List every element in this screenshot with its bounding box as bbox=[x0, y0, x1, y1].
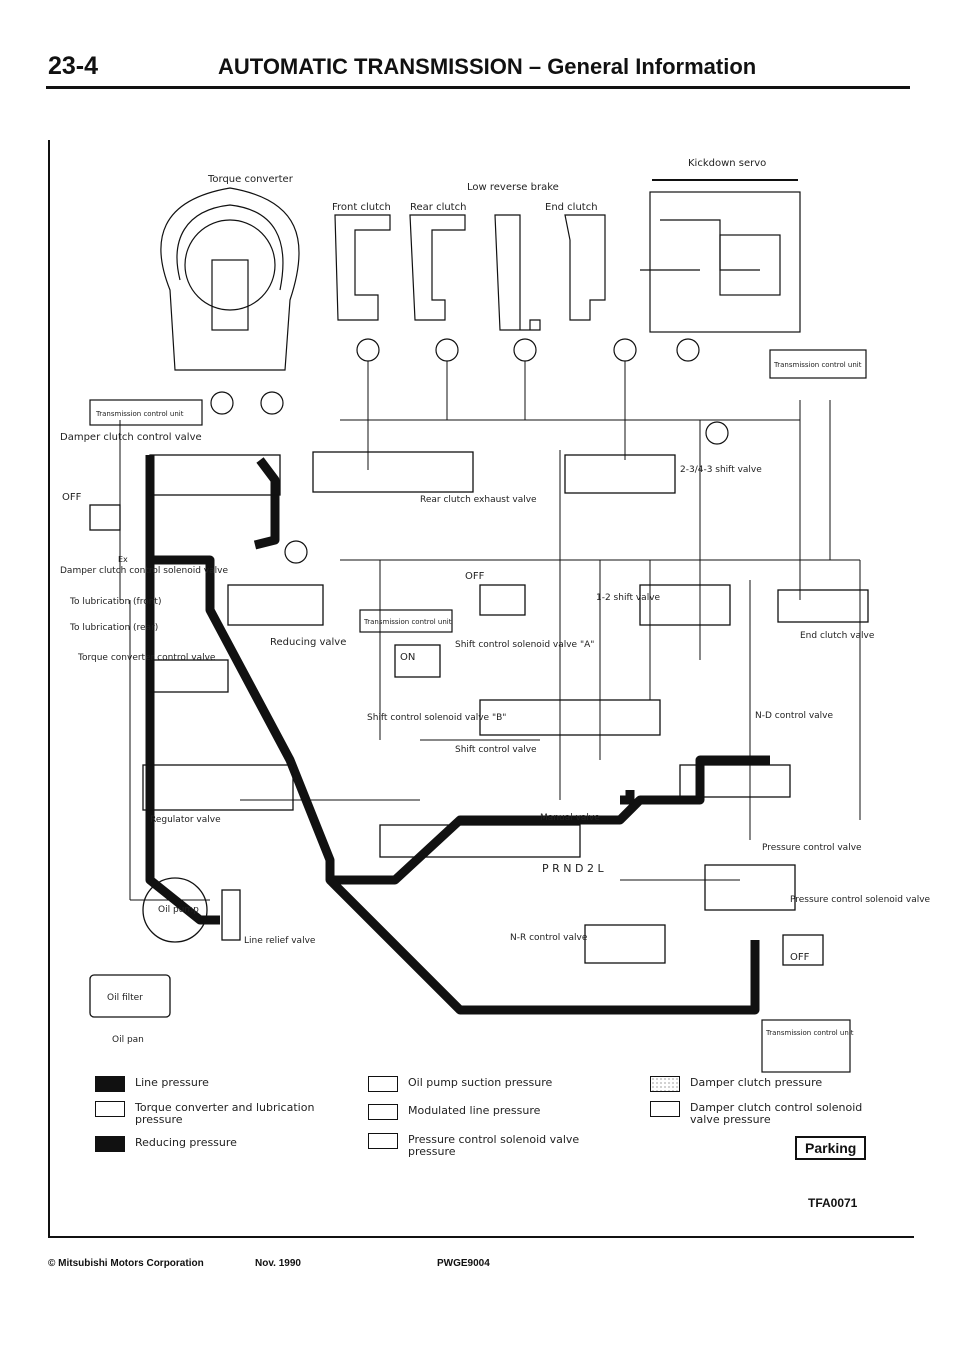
label-end-clutch-valve: End clutch valve bbox=[800, 631, 875, 641]
parking-label: Parking bbox=[795, 1136, 867, 1160]
label-shift-control-solenoid-a: Shift control solenoid valve "A" bbox=[455, 640, 594, 650]
legend-label: Damper clutch pressure bbox=[690, 1076, 823, 1089]
footer-date: Nov. 1990 bbox=[255, 1258, 301, 1269]
legend-label: Reducing pressure bbox=[135, 1136, 237, 1149]
legend-swatch bbox=[368, 1104, 398, 1120]
label-tcu-3: Transmission control unit bbox=[363, 618, 452, 626]
label-tcu-4: Transmission control unit bbox=[765, 1029, 854, 1037]
shift-valve-12-body bbox=[639, 584, 731, 626]
label-ex: Ex bbox=[118, 555, 128, 564]
legend-swatch bbox=[650, 1101, 680, 1117]
label-oil-filter: Oil filter bbox=[107, 993, 143, 1003]
damper-clutch-solenoid-body bbox=[89, 504, 121, 531]
label-shift-valve-2343: 2-3/4-3 shift valve bbox=[680, 465, 762, 475]
legend-swatch bbox=[368, 1133, 398, 1149]
rear-clutch-exhaust-valve-body bbox=[312, 451, 474, 493]
label-off-2: OFF bbox=[465, 571, 485, 582]
regulator-valve-body bbox=[142, 764, 294, 811]
pressure-control-solenoid-body bbox=[782, 934, 824, 966]
legend-label: Line pressure bbox=[135, 1076, 209, 1089]
end-clutch-valve-body bbox=[777, 589, 869, 623]
label-low-reverse-brake: Low reverse brake bbox=[467, 182, 559, 193]
shift-solenoid-a-body bbox=[479, 584, 526, 616]
line-relief-valve-body bbox=[221, 889, 241, 941]
front-clutch bbox=[334, 214, 391, 321]
legend-label: Pressure control solenoid valve pressure bbox=[408, 1133, 580, 1158]
legend-swatch bbox=[95, 1101, 125, 1117]
label-shift-valve-12: 1-2 shift valve bbox=[596, 593, 661, 603]
label-line-relief-valve: Line relief valve bbox=[244, 936, 316, 946]
shift-control-valve-body bbox=[479, 699, 661, 736]
reducing-valve-body bbox=[227, 584, 324, 626]
legend-swatch bbox=[368, 1076, 398, 1092]
label-reducing-valve: Reducing valve bbox=[270, 637, 346, 648]
label-prnd2l: P R N D 2 L bbox=[542, 862, 604, 875]
label-off-1: OFF bbox=[62, 492, 82, 503]
label-to-lubrication-front: To lubrication (front) bbox=[69, 597, 161, 607]
manual-valve-body bbox=[379, 824, 581, 858]
end-clutch bbox=[564, 214, 606, 321]
label-tcu-1: Transmission control unit bbox=[95, 410, 184, 418]
label-nr-control-valve: N-R control valve bbox=[510, 933, 588, 943]
kickdown-servo bbox=[640, 179, 801, 333]
label-tcu-2: Transmission control unit bbox=[773, 361, 862, 369]
low-reverse-brake bbox=[494, 214, 541, 331]
label-shift-control-solenoid-b: Shift control solenoid valve "B" bbox=[367, 713, 506, 723]
shift-valve-2343-body bbox=[564, 454, 676, 494]
label-pressure-control-valve: Pressure control valve bbox=[762, 843, 862, 853]
shift-solenoid-b-body bbox=[394, 644, 441, 678]
nd-control-valve-body bbox=[679, 764, 791, 798]
frame-bottom-rule bbox=[48, 1236, 914, 1238]
page-title: AUTOMATIC TRANSMISSION – General Informa… bbox=[218, 54, 757, 79]
footer-corporation: © Mitsubishi Motors Corporation bbox=[48, 1258, 204, 1269]
label-torque-converter: Torque converter bbox=[207, 174, 294, 185]
legend-swatch bbox=[95, 1076, 125, 1092]
line-pressure-passages bbox=[145, 455, 770, 1015]
torque-converter-control-valve-body bbox=[147, 659, 229, 693]
label-damper-clutch-control-solenoid-valve: Damper clutch control solenoid valve bbox=[60, 566, 228, 576]
page-number: 23-4 bbox=[48, 52, 99, 80]
oil-pump-body bbox=[142, 877, 208, 943]
pressure-control-valve-body bbox=[704, 864, 796, 911]
legend-label: Damper clutch control solenoid valve pre… bbox=[690, 1101, 863, 1126]
label-oil-pan: Oil pan bbox=[112, 1035, 144, 1045]
damper-clutch-control-valve-body bbox=[149, 454, 281, 496]
label-oil-pump: Oil pump bbox=[158, 905, 199, 915]
oil-filter-body bbox=[89, 974, 171, 1018]
figure-id: TFA0071 bbox=[808, 1196, 858, 1210]
legend-swatch bbox=[650, 1076, 680, 1092]
torque-converter bbox=[160, 187, 300, 371]
legend-label: Torque converter and lubrication pressur… bbox=[135, 1101, 315, 1126]
legend-label: Modulated line pressure bbox=[408, 1104, 541, 1117]
orifices bbox=[210, 338, 729, 564]
footer-code: PWGE9004 bbox=[437, 1258, 490, 1269]
tcu-boxes bbox=[89, 349, 867, 1073]
label-front-clutch: Front clutch bbox=[332, 202, 391, 213]
legend-swatch bbox=[95, 1136, 125, 1152]
nr-control-valve-body bbox=[584, 924, 666, 964]
label-damper-clutch-control-valve: Damper clutch control valve bbox=[60, 432, 202, 443]
label-off-3: OFF bbox=[790, 952, 810, 963]
header-rule bbox=[46, 86, 910, 89]
label-torque-converter-control-valve: Torque converter control valve bbox=[77, 653, 216, 663]
valve-bodies bbox=[89, 451, 869, 1018]
label-manual-valve: Manual valve bbox=[540, 813, 600, 823]
label-on-1: ON bbox=[400, 652, 415, 663]
legend-label: Oil pump suction pressure bbox=[408, 1076, 553, 1089]
label-rear-clutch: Rear clutch bbox=[410, 202, 466, 213]
label-shift-control-valve: Shift control valve bbox=[455, 745, 537, 755]
label-nd-control-valve: N-D control valve bbox=[755, 711, 833, 721]
label-regulator-valve: Regulator valve bbox=[150, 815, 221, 825]
label-rear-clutch-exhaust-valve: Rear clutch exhaust valve bbox=[420, 495, 537, 505]
frame-left-rule bbox=[48, 140, 50, 1237]
label-pressure-control-solenoid-valve: Pressure control solenoid valve bbox=[790, 895, 931, 905]
label-to-lubrication-rear: To lubrication (rear) bbox=[69, 623, 158, 633]
label-kickdown-servo: Kickdown servo bbox=[688, 158, 766, 169]
rear-clutch bbox=[409, 214, 466, 321]
label-end-clutch: End clutch bbox=[545, 202, 598, 213]
